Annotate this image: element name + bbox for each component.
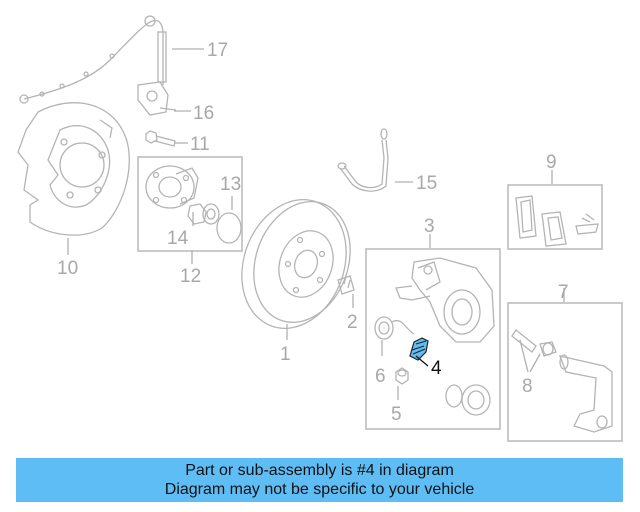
bleeder-screw-part-4[interactable]: [409, 337, 429, 361]
rotor-screw: [337, 275, 355, 295]
leader-lines: [67, 48, 565, 400]
dust-boot-6: [374, 316, 415, 340]
brake-pads-box: [507, 184, 603, 250]
brake-pads: [515, 195, 599, 247]
callout-16: 16: [193, 103, 214, 124]
callout-3: 3: [424, 216, 435, 237]
callout-1: 1: [280, 344, 291, 365]
info-banner: Part or sub-assembly is #4 in diagram Di…: [16, 458, 623, 502]
callout-15: 15: [416, 173, 437, 194]
backing-plate: [17, 102, 130, 236]
callout-13: 13: [220, 174, 241, 195]
callout-7: 7: [558, 282, 569, 303]
callout-5: 5: [391, 404, 402, 425]
brake-caliper: [395, 257, 495, 343]
callout-11: 11: [190, 134, 210, 155]
callout-12: 12: [180, 266, 201, 287]
caliper-bracket-box: [507, 302, 623, 442]
brake-hose: [337, 128, 389, 192]
callout-14: 14: [167, 228, 189, 249]
caliper-box: [365, 248, 501, 430]
hub-assembly-box: [137, 156, 243, 252]
callout-6: 6: [375, 366, 386, 387]
callout-8: 8: [522, 376, 533, 397]
caliper-bracket: [558, 354, 613, 433]
callout-17: 17: [207, 40, 228, 61]
piston-seal: [445, 384, 491, 416]
hub-cap: [216, 212, 242, 244]
wheel-hub: [145, 165, 199, 209]
brake-rotor: [241, 199, 351, 329]
hub-nut: [187, 203, 220, 225]
banner-line-2: Diagram may not be specific to your vehi…: [164, 481, 475, 498]
cap-5: [395, 367, 409, 385]
callout-10: 10: [57, 258, 78, 279]
abs-sensor-wire: [19, 15, 167, 104]
callout-4: 4: [431, 358, 442, 379]
callout-labels: 17 16 11 10 13 14 12 1 2 15 9 3 7 6 4 5 …: [57, 40, 569, 425]
guide-pins: [511, 329, 557, 357]
callout-9: 9: [546, 152, 557, 173]
sensor-bracket: [137, 81, 177, 116]
bolt-11: [145, 130, 176, 147]
callout-2: 2: [347, 312, 358, 333]
banner-line-1: Part or sub-assembly is #4 in diagram: [185, 462, 454, 479]
